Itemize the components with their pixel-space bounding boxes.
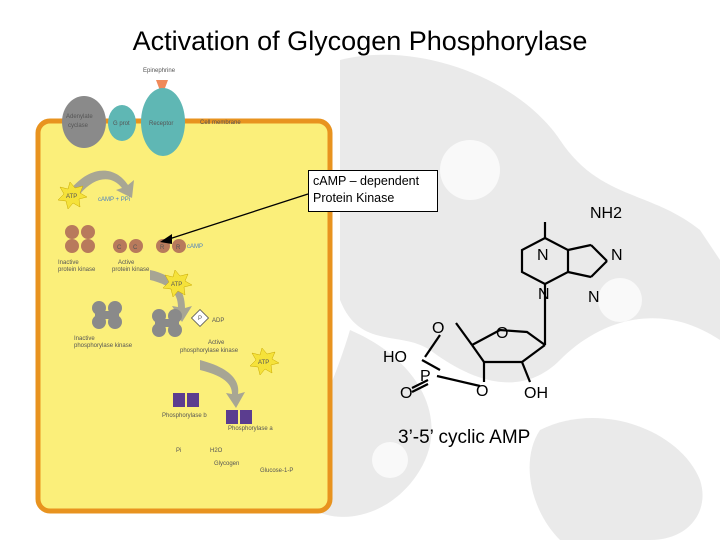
- active-phosphorylase-kinase: [152, 309, 182, 337]
- diagram-label: Glycogen: [214, 461, 239, 467]
- diagram-label: HO: [383, 349, 407, 366]
- atp-burst-3: [249, 347, 280, 376]
- diagram-label: R: [176, 245, 181, 251]
- pathway-arrows: [70, 170, 245, 408]
- diagram-label: phosphorylase kinase: [180, 348, 239, 354]
- diagram-label: C: [133, 245, 138, 251]
- diagram-label: N: [537, 247, 549, 264]
- g-protein: [108, 105, 136, 141]
- diagram-label: cAMP: [187, 244, 203, 250]
- diagram-label: C: [117, 245, 122, 251]
- diagram-label: Active: [118, 260, 135, 266]
- camp-molecule: [411, 222, 608, 393]
- diagram-label: O: [476, 383, 488, 400]
- diagram-label: P: [198, 316, 202, 322]
- diagram-label: Pi: [176, 448, 181, 454]
- diagram-label: ATP: [66, 194, 77, 200]
- slide-title: Activation of Glycogen Phosphorylase: [132, 26, 588, 56]
- diagram-label: N: [538, 286, 550, 303]
- diagram-label: O: [432, 320, 444, 337]
- molecule-caption: 3’-5’ cyclic AMP: [398, 427, 531, 448]
- inactive-protein-kinase: [65, 225, 95, 253]
- phosphorylase-b: [173, 393, 199, 407]
- diagram-label: O: [496, 325, 508, 342]
- diagram-label: N: [611, 247, 623, 264]
- diagram-label: H2O: [210, 448, 223, 454]
- diagram-label: cAMP + PPi: [98, 197, 130, 203]
- cell-membrane-label: Cell membrane: [200, 120, 241, 126]
- diagram-label: NH2: [590, 205, 622, 222]
- atp-burst-2: [162, 269, 193, 298]
- epinephrine-label: Epinephrine: [143, 68, 176, 74]
- callout-line-2: Protein Kinase: [313, 191, 395, 205]
- callout-arrow: [165, 193, 309, 241]
- callout-box: cAMP – dependent Protein Kinase: [308, 170, 438, 212]
- diagram-label: Receptor: [149, 121, 173, 127]
- diagram-label: N: [588, 289, 600, 306]
- diagram-label: Phosphorylase b: [162, 413, 207, 419]
- diagram-label: G prot: [113, 121, 130, 127]
- diagram-label: Adenylate: [66, 114, 93, 120]
- diagram-label: OH: [524, 385, 548, 402]
- epinephrine-hormone: [156, 80, 168, 96]
- diagram-label: Glucose-1-P: [260, 468, 293, 474]
- adenylate-cyclase: [62, 96, 106, 148]
- callout-line-1: cAMP – dependent: [313, 174, 420, 188]
- diagram-label: Inactive: [74, 336, 95, 342]
- diagram-label: ADP: [212, 318, 224, 324]
- diagram-label: protein kinase: [112, 267, 150, 273]
- phosphorylase-a: [226, 410, 252, 424]
- diagram-label: P: [420, 368, 431, 385]
- phosphate-tag: [190, 308, 210, 328]
- active-protein-kinase: [113, 239, 186, 253]
- diagram-label: Phosphorylase a: [228, 426, 273, 432]
- diagram-label: protein kinase: [58, 267, 96, 273]
- diagram-label: cyclase: [68, 123, 89, 129]
- diagram-label: ATP: [171, 282, 182, 288]
- atp-burst: [57, 181, 88, 210]
- diagram-label: R: [160, 245, 165, 251]
- diagram-label: phosphorylase kinase: [74, 343, 133, 349]
- diagram-label: Active: [208, 340, 225, 346]
- diagram-label: ATP: [258, 360, 269, 366]
- inactive-phosphorylase-kinase: [92, 301, 122, 329]
- receptor: [141, 88, 185, 156]
- diagram-label: O: [400, 385, 412, 402]
- diagram-label: Inactive: [58, 260, 79, 266]
